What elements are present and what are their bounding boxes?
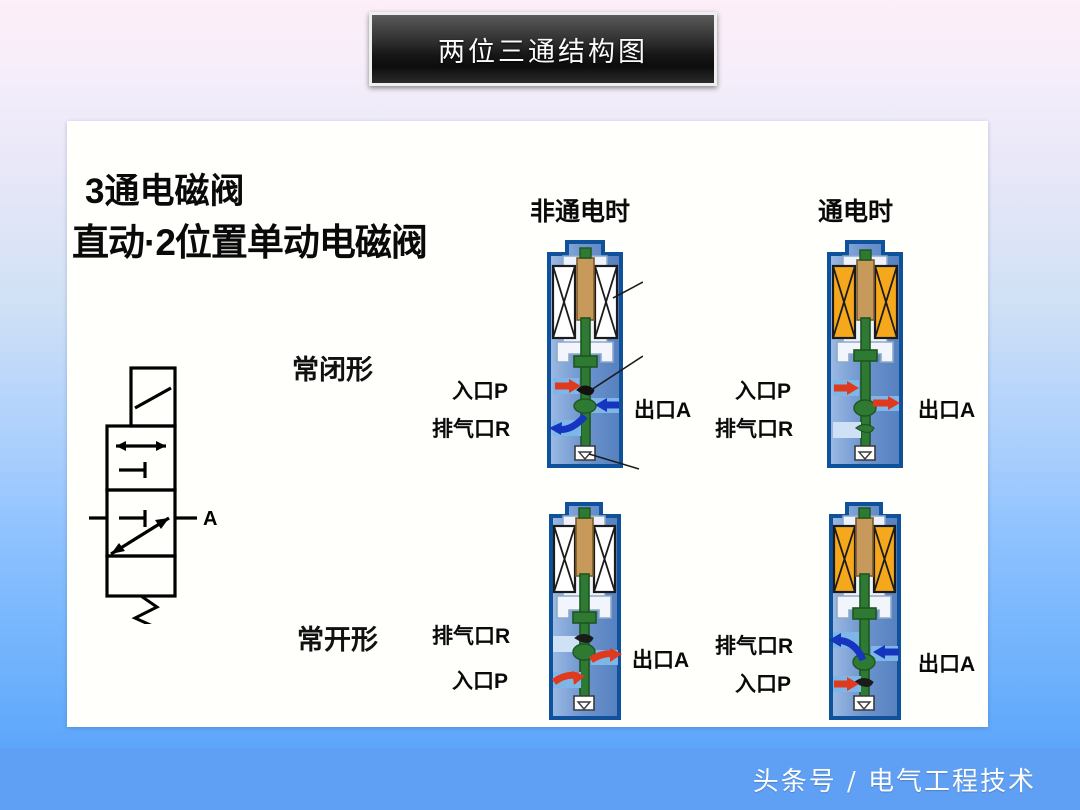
diagram-heading-line1: 3通电磁阀: [85, 172, 245, 211]
title-text: 两位三通结构图: [438, 36, 648, 68]
port-label-exhaust-r-no-off: 排气口R: [432, 625, 511, 648]
port-label-inlet-p-nc-on: 入口P: [735, 380, 792, 403]
schematic-port-a-label: A: [203, 508, 217, 530]
port-label-outlet-a-nc-on: 出口A: [918, 399, 976, 422]
valve-figure-nc-energized: [827, 240, 903, 468]
diagram-heading-line2: 直动·2位置单动电磁阀: [72, 222, 428, 263]
row-header-normally-closed: 常闭形: [292, 355, 373, 385]
arrow-inlet-p: [834, 381, 859, 395]
arrow-inlet-p: [555, 379, 581, 393]
footer-watermark: 头条号 / 电气工程技术: [752, 766, 1036, 797]
arrow-inlet-p: [551, 671, 585, 685]
column-header-energized: 通电时: [818, 198, 894, 226]
arrow-outlet-a: [589, 648, 622, 663]
port-label-inlet-p-nc-off: 入口P: [452, 380, 509, 403]
valve-figure-nc-deenergized: [547, 240, 643, 470]
title-plate: 两位三通结构图: [369, 12, 717, 86]
valve-figure-no-energized: [829, 502, 901, 720]
valve-figure-no-deenergized: [549, 502, 622, 720]
arrow-outlet-a: [873, 645, 899, 659]
port-label-outlet-a-no-off: 出口A: [632, 649, 690, 672]
arrow-exhaust-r: [549, 413, 588, 435]
port-label-outlet-a-nc-off: 出口A: [634, 399, 692, 422]
port-label-outlet-a-no-on: 出口A: [918, 653, 976, 676]
port-label-inlet-p-no-off: 入口P: [452, 670, 509, 693]
row-header-normally-open: 常开形: [297, 625, 378, 655]
port-label-exhaust-r-no-on: 排气口R: [715, 635, 794, 658]
port-label-exhaust-r-nc-off: 排气口R: [432, 418, 511, 441]
callout-leader-lines: [588, 281, 643, 470]
arrow-inlet-p: [834, 677, 859, 691]
footer-bar: 头条号 / 电气工程技术: [0, 748, 1080, 810]
port-label-exhaust-r-nc-on: 排气口R: [715, 418, 794, 441]
arrow-outlet-a: [595, 398, 619, 412]
column-header-deenergized: 非通电时: [530, 198, 631, 226]
arrow-exhaust-r: [829, 633, 867, 662]
port-label-inlet-p-no-on: 入口P: [735, 673, 792, 696]
valve-schematic-symbol: P A R: [89, 366, 217, 624]
arrow-outlet-a: [873, 396, 900, 410]
